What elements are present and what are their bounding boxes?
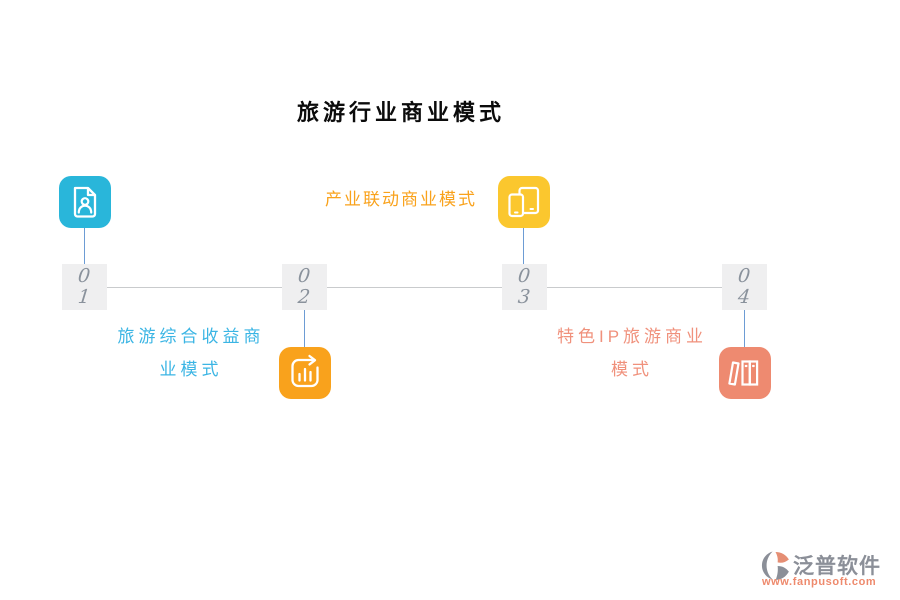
- connector-step3: [523, 228, 524, 264]
- books-shelf-icon: [728, 360, 759, 386]
- step-badge-04: 0 4: [722, 264, 767, 310]
- label-line: 旅游综合收益商: [117, 327, 265, 346]
- step-badge-02: 0 2: [282, 264, 327, 310]
- watermark: 泛普软件 www.fanpusoft.com: [760, 548, 898, 592]
- badge-digit: 2: [297, 286, 312, 308]
- badge-digit: 0: [77, 265, 92, 287]
- step3-icon-box: [498, 176, 550, 228]
- step2-icon-box: [279, 347, 331, 399]
- label-industry-linkage-model: 产业联动商业模式: [325, 190, 477, 210]
- label-line: 产业联动商业模式: [325, 190, 477, 209]
- badge-digit: 3: [517, 286, 532, 308]
- brand-url: www.fanpusoft.com: [762, 576, 877, 588]
- label-line: 业模式: [159, 360, 223, 379]
- step-badge-03: 0 3: [502, 264, 547, 310]
- badge-digit: 1: [77, 286, 92, 308]
- badge-digit: 0: [517, 265, 532, 287]
- step1-icon-box: [59, 176, 111, 228]
- label-line: 特色IP旅游商业: [556, 327, 708, 346]
- fanpu-logo-icon: [761, 551, 789, 580]
- label-tourism-revenue-model: 旅游综合收益商 业模式: [90, 320, 292, 386]
- step-badge-01: 0 1: [62, 264, 107, 310]
- phone-tablet-icon: [508, 186, 540, 218]
- timeline-line: [85, 287, 745, 288]
- page-title: 旅游行业商业模式: [297, 100, 506, 125]
- connector-step1: [84, 228, 85, 264]
- badge-digit: 4: [737, 286, 752, 308]
- bar-chart-refresh-icon: [291, 354, 319, 388]
- badge-digit: 0: [297, 265, 312, 287]
- label-line: 模式: [611, 360, 653, 379]
- step4-icon-box: [719, 347, 771, 399]
- connector-step4: [744, 310, 745, 347]
- label-ip-tourism-model: 特色IP旅游商业 模式: [531, 320, 733, 386]
- person-document-icon: [73, 186, 97, 218]
- connector-step2: [304, 310, 305, 347]
- brand-name: 泛普软件: [793, 555, 881, 578]
- badge-digit: 0: [737, 265, 752, 287]
